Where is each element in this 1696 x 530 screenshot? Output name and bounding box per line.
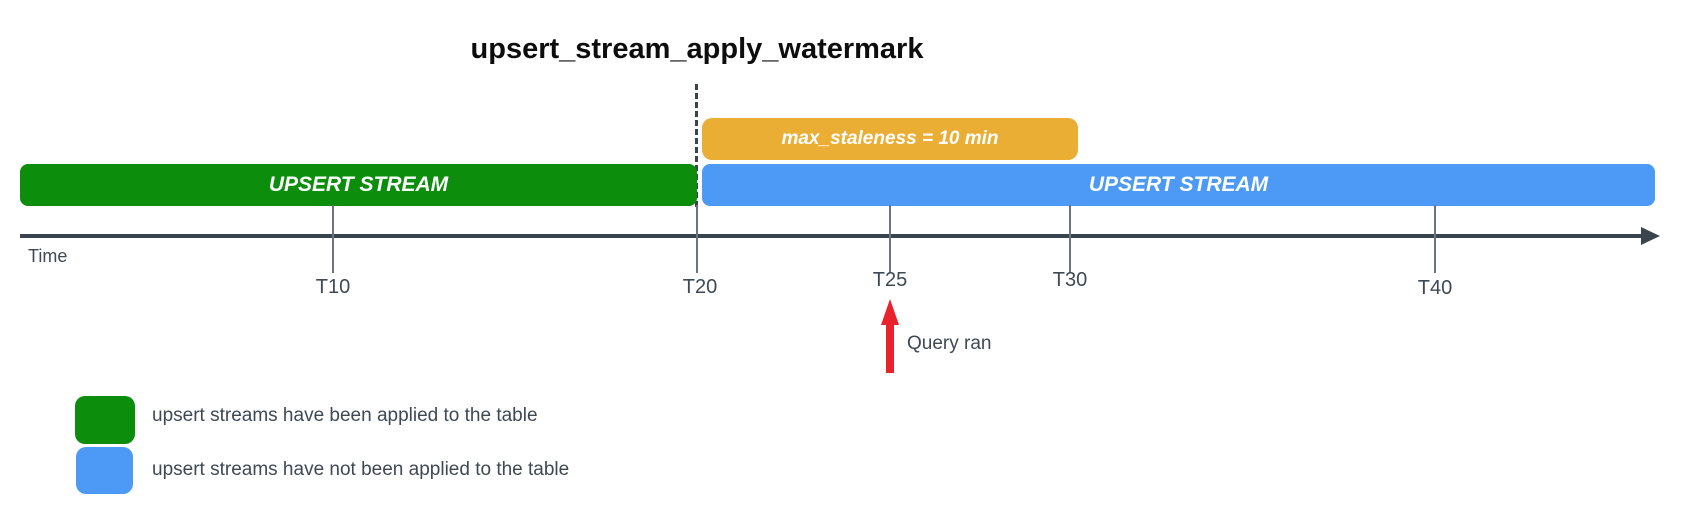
unapplied-upsert-stream-bar: UPSERT STREAM: [702, 164, 1655, 206]
legend-swatch-applied: [75, 396, 135, 444]
tick-label-t25: T25: [872, 269, 908, 291]
tick-label-t10: T10: [315, 276, 351, 298]
watermark-dashed-line: [695, 84, 698, 207]
diagram-title: upsert_stream_apply_watermark: [470, 33, 924, 65]
legend-label-applied: upsert streams have been applied to the …: [152, 405, 538, 426]
query-ran-label: Query ran: [907, 333, 992, 354]
applied-upsert-stream-bar: UPSERT STREAM: [20, 164, 697, 206]
max-staleness-label: max_staleness = 10 min: [781, 128, 999, 149]
legend-label-not-applied: upsert streams have not been applied to …: [152, 459, 570, 480]
tick-label-t20: T20: [682, 276, 718, 298]
tick-t10: [332, 205, 334, 273]
tick-t20: [696, 205, 698, 273]
unapplied-upsert-stream-label: UPSERT STREAM: [1088, 173, 1269, 196]
tick-label-t40: T40: [1417, 277, 1453, 299]
applied-upsert-stream-label: UPSERT STREAM: [268, 173, 449, 196]
time-axis-arrowhead-icon: [1641, 227, 1660, 245]
tick-t30: [1069, 205, 1071, 273]
max-staleness-bar: max_staleness = 10 min: [702, 118, 1078, 160]
tick-t25: [889, 205, 891, 273]
time-axis-label: Time: [28, 246, 68, 266]
time-axis-line: [20, 234, 1642, 238]
query-ran-arrow-icon: [881, 299, 899, 325]
tick-t40: [1434, 205, 1436, 273]
tick-label-t30: T30: [1052, 269, 1088, 291]
query-ran-arrow-stem: [886, 323, 894, 373]
legend-swatch-not-applied: [76, 447, 133, 494]
